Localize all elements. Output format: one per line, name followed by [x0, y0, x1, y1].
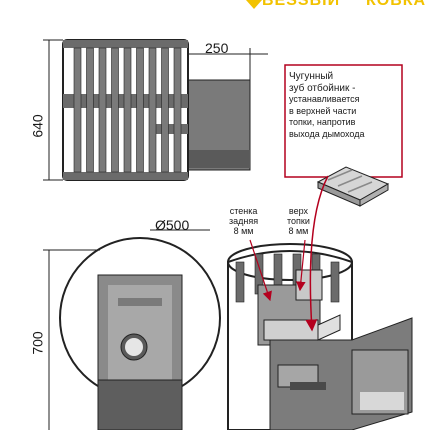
callout-line: в верхней части	[289, 105, 357, 116]
cast-iron-tooth-icon	[316, 166, 390, 207]
callout-line: зуб отбойник -	[289, 82, 356, 94]
grille-bar	[111, 47, 119, 173]
top-leader	[296, 239, 306, 292]
cutaway-bar	[330, 261, 340, 303]
front-view	[59, 237, 221, 431]
dimension-height-top	[43, 39, 63, 181]
dimension-width-label: 250	[205, 40, 229, 56]
dimension-height-bottom-label: 700	[29, 331, 46, 355]
callout-line: топки, напротив	[289, 117, 356, 127]
grille-bar	[173, 47, 182, 173]
grille-bar	[148, 47, 157, 173]
grille-bars	[73, 47, 182, 173]
cutaway-internals	[257, 269, 413, 431]
grille-bar	[136, 47, 144, 173]
dimension-width	[187, 48, 268, 80]
callout-line: устанавливается	[289, 94, 360, 104]
grille-bar	[73, 47, 82, 173]
dimension-height-bottom	[43, 249, 100, 430]
dimension-diameter-label: Ø500	[155, 217, 190, 233]
callout-line: выхода дымохода	[289, 128, 365, 139]
grille-bar	[123, 47, 132, 173]
brand-left: BESSBIЙ	[262, 0, 341, 9]
callout-line: Чугунный	[289, 71, 334, 82]
callout-text: Чугунный зуб отбойник - устанавливается …	[289, 71, 401, 140]
grille-bar	[98, 47, 107, 173]
dimension-height-top-label: 640	[29, 114, 46, 138]
cylinder-rim	[227, 243, 353, 281]
grille-bar	[86, 47, 94, 173]
callout-box	[284, 64, 403, 178]
wall-leader	[249, 239, 272, 302]
callout-arrow	[305, 175, 329, 332]
cutaway-bar	[235, 261, 245, 303]
wall-label: стенка задняя 8 мм	[229, 206, 259, 236]
top-label: верх топки 8 мм	[287, 206, 310, 236]
grille-bar	[161, 47, 169, 173]
fire-tunnel	[97, 379, 183, 431]
brand-right: КОВКА	[366, 0, 427, 9]
brand-logo-icon	[246, 0, 262, 9]
